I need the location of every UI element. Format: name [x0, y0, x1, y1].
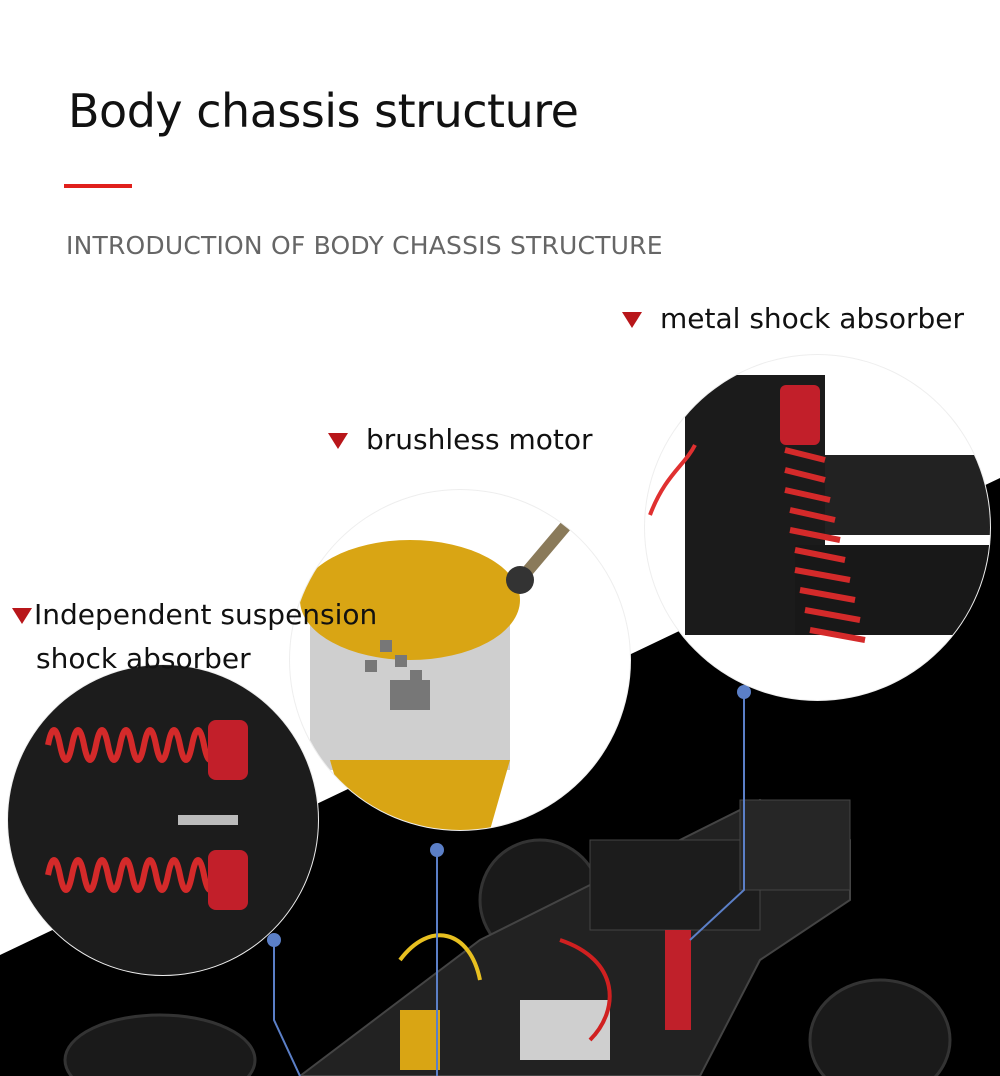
metal-shock-absorber-image — [645, 355, 990, 700]
triangle-marker-icon — [328, 433, 348, 449]
callout-text: brushless motor — [366, 423, 593, 456]
brushless-motor-image — [290, 490, 630, 830]
independent-suspension-image — [8, 665, 318, 975]
callout-independent-suspension: Independent suspension shock absorber — [12, 593, 377, 681]
rc-car-chassis — [63, 798, 952, 1076]
page-title: Body chassis structure — [68, 84, 579, 138]
triangle-marker-icon — [622, 312, 642, 328]
callout-metal-shock-absorber: metal shock absorber — [622, 302, 964, 335]
title-underline — [64, 184, 132, 188]
callout-text-line2: shock absorber — [36, 642, 251, 675]
triangle-marker-icon — [12, 608, 32, 624]
callout-text-line1: Independent suspension — [34, 598, 378, 631]
callout-text: metal shock absorber — [660, 302, 964, 335]
page-subtitle: INTRODUCTION OF BODY CHASSIS STRUCTURE — [66, 231, 663, 260]
callout-brushless-motor: brushless motor — [328, 423, 592, 456]
